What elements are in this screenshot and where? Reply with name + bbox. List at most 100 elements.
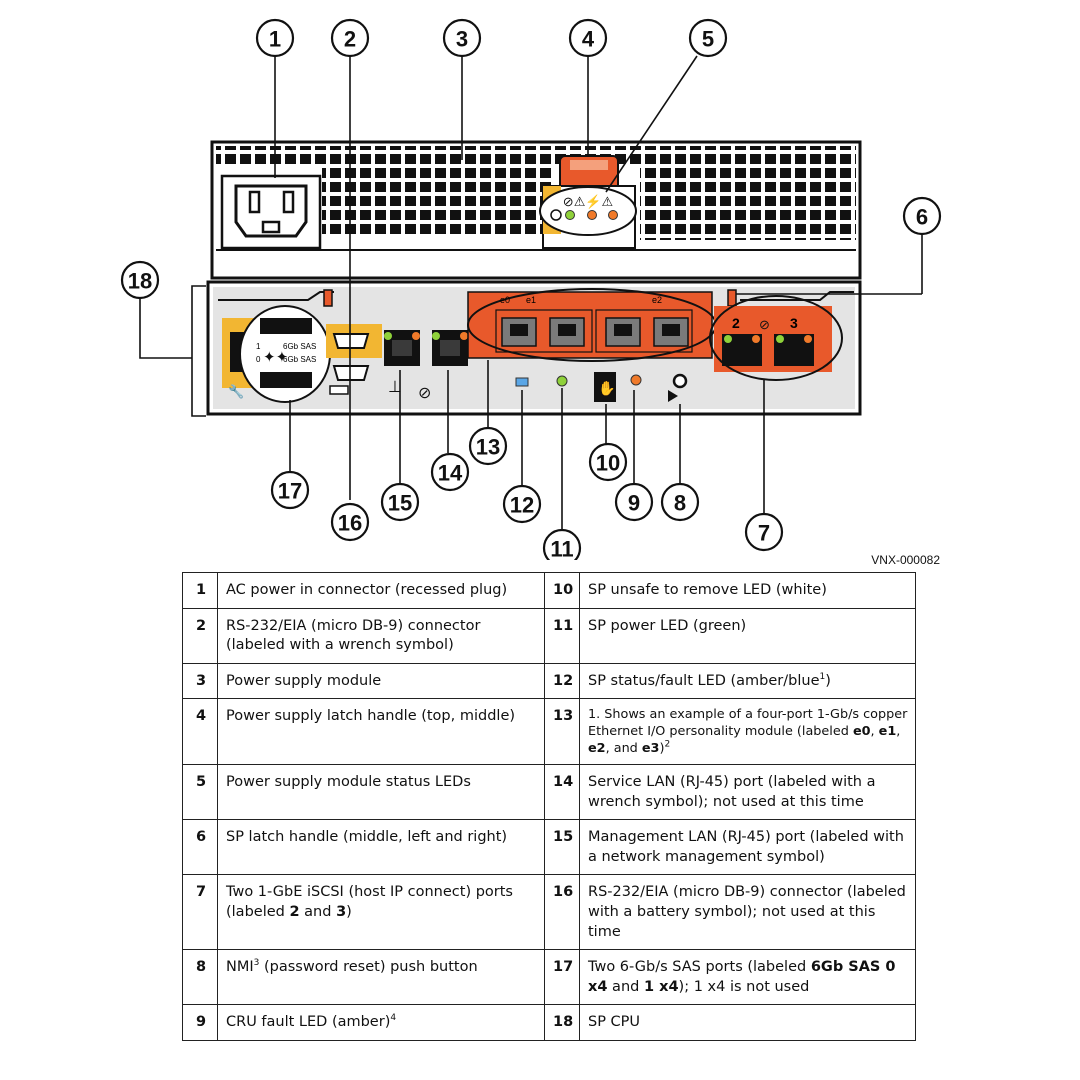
iscsi-port-3[interactable] bbox=[774, 334, 814, 366]
legend-description: SP status/fault LED (amber/blue1) bbox=[579, 662, 916, 700]
legend-number: 14 bbox=[544, 764, 580, 821]
wrench-icon: 🔧 bbox=[228, 383, 244, 399]
legend-number: 8 bbox=[182, 949, 218, 1006]
io-port-e0[interactable] bbox=[501, 317, 537, 347]
legend-description: Power supply module bbox=[217, 662, 545, 700]
legend-number: 17 bbox=[544, 949, 580, 1006]
no-entry-icon-iscsi: ⊘ bbox=[759, 317, 770, 332]
legend-number: 9 bbox=[182, 1004, 218, 1041]
rs232-connector-wrench[interactable] bbox=[326, 324, 382, 358]
legend-description: CRU fault LED (amber)4 bbox=[217, 1004, 545, 1041]
legend-description: SP unsafe to remove LED (white) bbox=[579, 572, 916, 609]
callout-10: 10 bbox=[588, 442, 628, 482]
io-port-e3[interactable] bbox=[653, 317, 689, 347]
legend-description: RS-232/EIA (micro DB-9) connector (label… bbox=[579, 874, 916, 951]
legend-number: 11 bbox=[544, 607, 580, 664]
svg-text:14: 14 bbox=[438, 461, 463, 486]
svg-text:9: 9 bbox=[628, 491, 640, 516]
legend-description: 1. Shows an example of a four-port 1-Gb/… bbox=[579, 698, 916, 766]
legend-description: SP power LED (green) bbox=[579, 607, 916, 664]
legend-number: 7 bbox=[182, 874, 218, 951]
io-port-label-e0: e0 bbox=[500, 295, 510, 305]
callout-1: 1 bbox=[255, 18, 295, 58]
legend-row: 7 Two 1-GbE iSCSI (host IP connect) port… bbox=[182, 874, 916, 951]
sp-unsafe-to-remove-led: ✋ bbox=[594, 372, 616, 402]
figure-id: VNX-000082 bbox=[871, 553, 940, 567]
iscsi-port-2[interactable] bbox=[722, 334, 762, 366]
cru-fault-led bbox=[630, 374, 642, 386]
io-port-e2[interactable] bbox=[605, 317, 641, 347]
svg-text:17: 17 bbox=[278, 479, 302, 504]
ac-power-connector bbox=[220, 174, 322, 250]
legend-description: SP latch handle (middle, left and right) bbox=[217, 819, 545, 876]
sp-latch-left[interactable] bbox=[323, 289, 333, 307]
legend-number: 12 bbox=[544, 662, 580, 700]
legend-description: Power supply latch handle (top, middle) bbox=[217, 698, 545, 766]
legend-number: 4 bbox=[182, 698, 218, 766]
callout-14: 14 bbox=[430, 452, 470, 492]
legend-number: 15 bbox=[544, 819, 580, 876]
legend-row: 5 Power supply module status LEDs 14 Ser… bbox=[182, 764, 916, 821]
hardware-rear-view-diagram: ⊘⚠⚡⚠ 1 0 6Gb SAS 6Gb SAS ✦✦ 🔧 bbox=[120, 18, 942, 560]
legend-description: SP CPU bbox=[579, 1004, 916, 1041]
svg-text:⊘⚠⚡⚠: ⊘⚠⚡⚠ bbox=[563, 194, 614, 210]
iscsi-port-label-2: 2 bbox=[732, 315, 740, 331]
callout-9: 9 bbox=[614, 482, 654, 522]
legend-description: Two 6-Gb/s SAS ports (labeled 6Gb SAS 0 … bbox=[579, 949, 916, 1006]
callout-15: 15 bbox=[380, 482, 420, 522]
rs232-connector-battery[interactable] bbox=[329, 365, 370, 395]
legend-number: 6 bbox=[182, 819, 218, 876]
svg-text:5: 5 bbox=[702, 27, 714, 52]
svg-text:10: 10 bbox=[596, 451, 620, 476]
sas-label-1: 6Gb SAS bbox=[283, 342, 316, 351]
legend-number: 1 bbox=[182, 572, 218, 609]
svg-text:8: 8 bbox=[674, 491, 686, 516]
io-port-label-e1: e1 bbox=[526, 295, 536, 305]
service-lan-port[interactable] bbox=[432, 330, 468, 366]
legend-number: 16 bbox=[544, 874, 580, 951]
legend-row: 1 AC power in connector (recessed plug) … bbox=[182, 572, 916, 609]
svg-text:7: 7 bbox=[758, 521, 770, 546]
legend-description: Management LAN (RJ-45) port (labeled wit… bbox=[579, 819, 916, 876]
sas-port-0[interactable] bbox=[260, 372, 312, 388]
power-supply-module bbox=[210, 140, 862, 280]
callout-7: 7 bbox=[744, 512, 784, 552]
callout-17: 17 bbox=[270, 470, 310, 510]
legend-row: 2 RS-232/EIA (micro DB-9) connector (lab… bbox=[182, 607, 916, 664]
legend-row: 3 Power supply module 12 SP status/fault… bbox=[182, 662, 916, 700]
legend-description: RS-232/EIA (micro DB-9) connector (label… bbox=[217, 607, 545, 664]
psu-status-leds: ⊘⚠⚡⚠ bbox=[539, 185, 637, 249]
io-port-label-e2: e2 bbox=[652, 295, 662, 305]
callout-3: 3 bbox=[442, 18, 482, 58]
sas-port-1[interactable] bbox=[260, 318, 312, 334]
callout-18: 18 bbox=[120, 260, 160, 300]
svg-text:✦✦: ✦✦ bbox=[263, 349, 288, 366]
sp-status-fault-led bbox=[515, 377, 529, 387]
nmi-push-button[interactable] bbox=[668, 373, 688, 402]
sas-index-1: 1 bbox=[256, 342, 261, 351]
callout-6: 6 bbox=[902, 196, 942, 236]
sp-power-led bbox=[556, 375, 568, 387]
leader-lines bbox=[274, 55, 923, 530]
sp-latch-right[interactable] bbox=[727, 289, 737, 307]
legend-table: 1 AC power in connector (recessed plug) … bbox=[182, 572, 916, 1041]
legend-row: 6 SP latch handle (middle, left and righ… bbox=[182, 819, 916, 876]
legend-number: 5 bbox=[182, 764, 218, 821]
svg-text:6: 6 bbox=[916, 205, 928, 230]
legend-description: AC power in connector (recessed plug) bbox=[217, 572, 545, 609]
svg-text:18: 18 bbox=[128, 269, 152, 294]
callout-2: 2 bbox=[330, 18, 370, 58]
io-port-e1[interactable] bbox=[549, 317, 585, 347]
no-entry-icon: ⊘ bbox=[418, 385, 431, 402]
legend-number: 2 bbox=[182, 607, 218, 664]
legend-row: 4 Power supply latch handle (top, middle… bbox=[182, 698, 916, 766]
callout-13: 13 bbox=[468, 426, 508, 466]
svg-text:15: 15 bbox=[388, 491, 412, 516]
legend-number: 10 bbox=[544, 572, 580, 609]
legend-number: 13 bbox=[544, 698, 580, 766]
svg-text:1: 1 bbox=[269, 27, 281, 52]
legend-description: Power supply module status LEDs bbox=[217, 764, 545, 821]
svg-text:3: 3 bbox=[456, 27, 468, 52]
management-lan-port[interactable] bbox=[384, 330, 420, 366]
svg-text:2: 2 bbox=[344, 27, 356, 52]
